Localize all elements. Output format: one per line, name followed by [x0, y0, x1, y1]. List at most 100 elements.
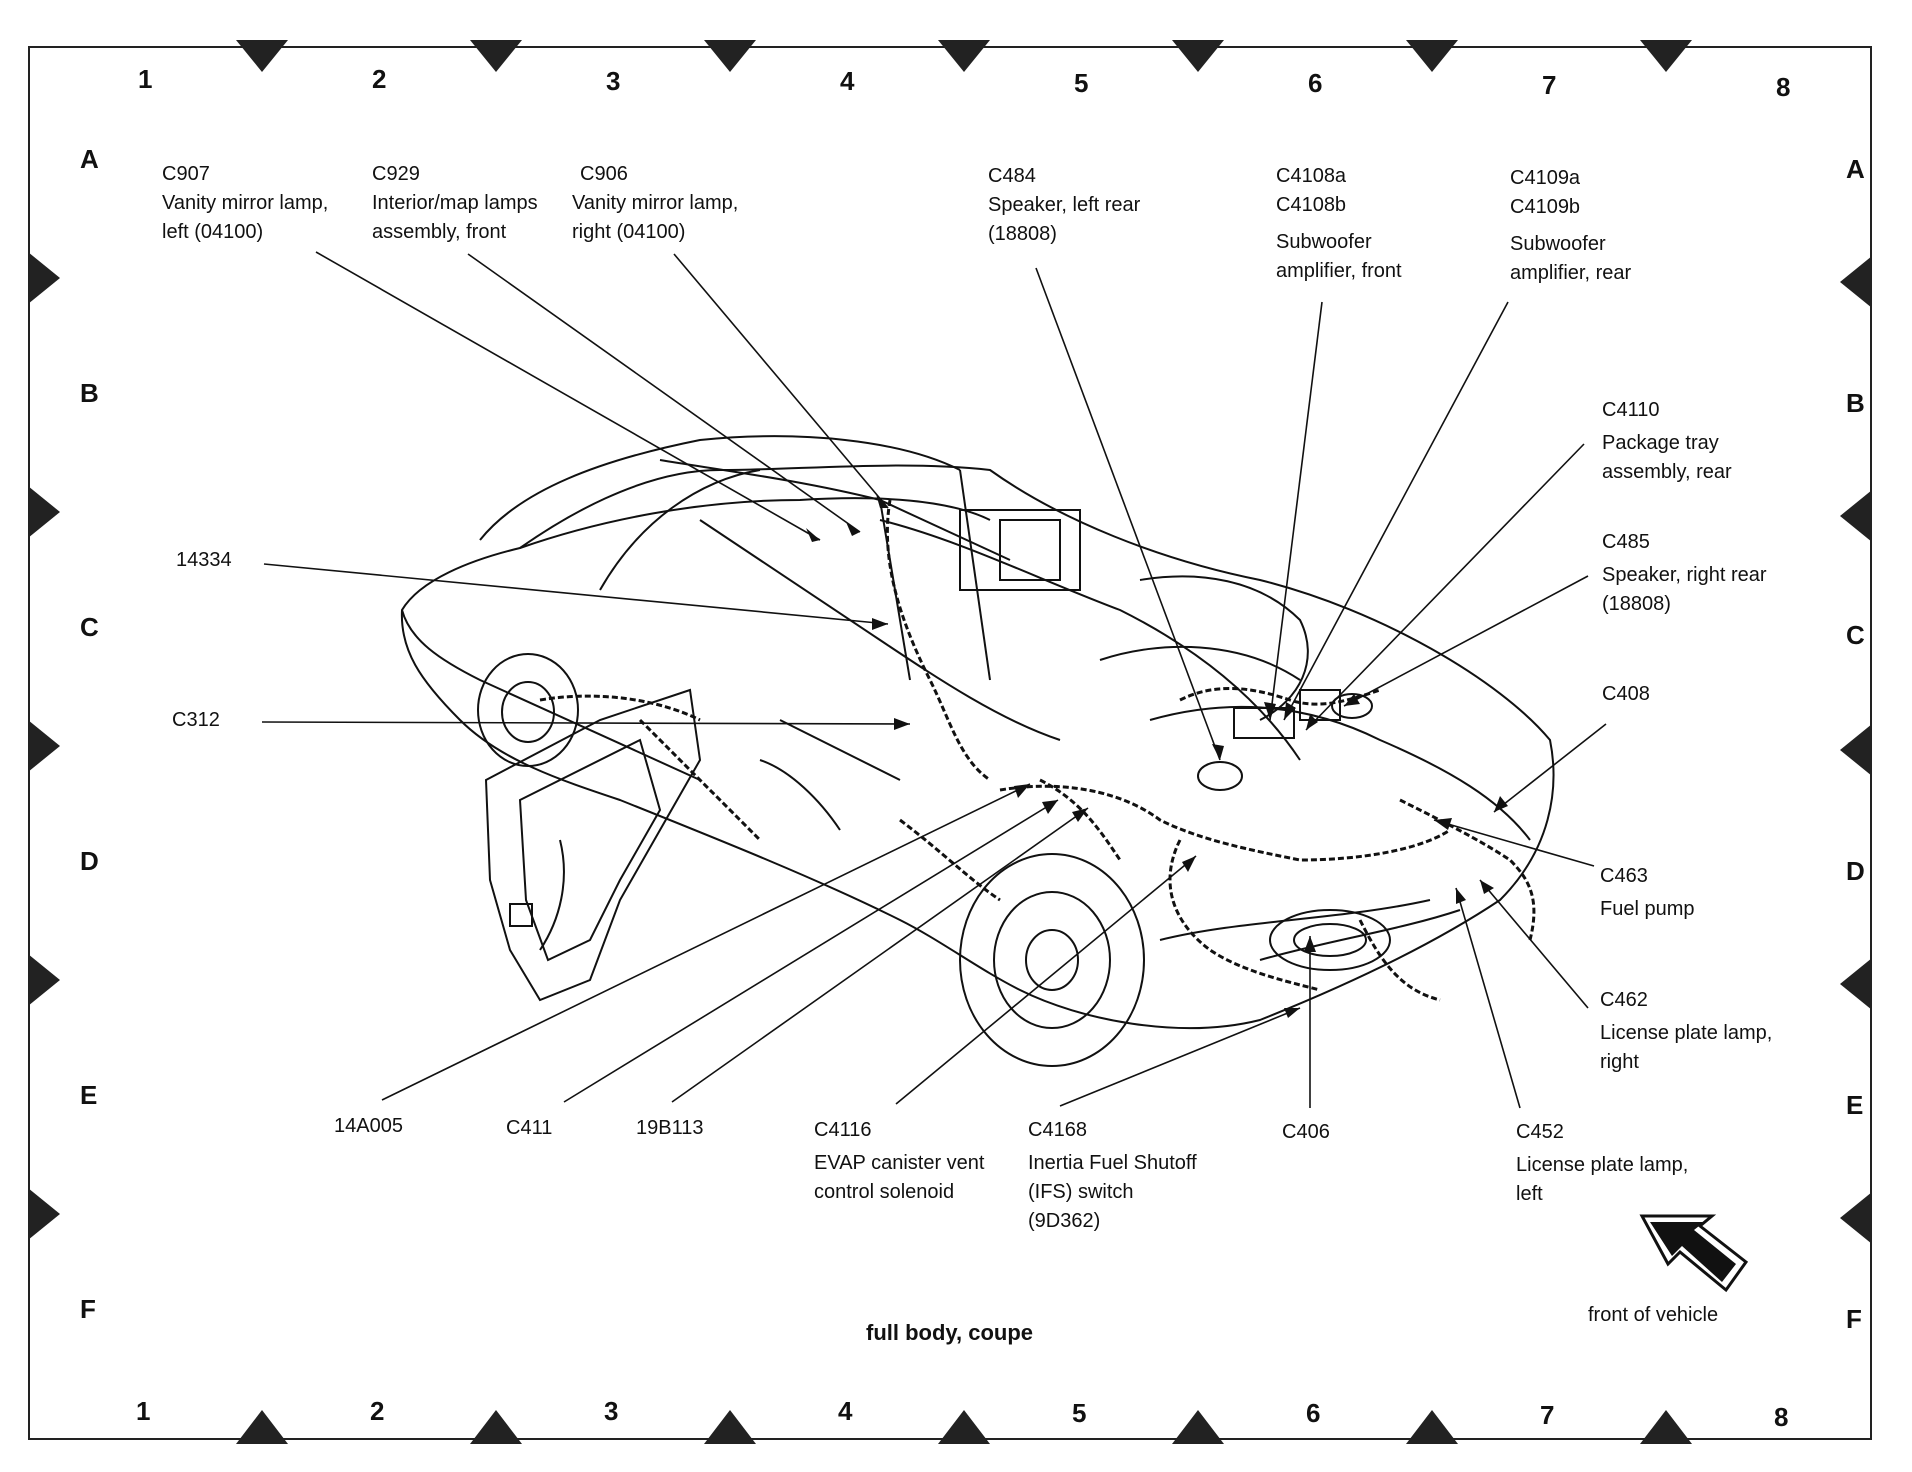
wheels	[477, 653, 1145, 1067]
column-label-bottom-2: 2	[370, 1396, 385, 1426]
callout-line: left (04100)	[162, 221, 264, 243]
callout-line: right	[1600, 1051, 1639, 1073]
row-label-left-c: C	[80, 612, 99, 642]
callout-c408: C408	[1602, 680, 1650, 709]
column-label-top-5: 5	[1074, 68, 1089, 98]
connector-code: C484	[988, 165, 1036, 187]
leader-c312	[261, 721, 911, 725]
leader-14a005	[381, 783, 1031, 1101]
row-label-left-b: B	[80, 378, 99, 408]
connector-code: C929	[372, 163, 420, 185]
leader-c929	[467, 253, 861, 533]
callout-line: amplifier, rear	[1510, 262, 1632, 284]
callout-line: assembly, front	[372, 221, 507, 243]
column-label-top-3: 3	[606, 66, 621, 96]
connector-code: C4116	[814, 1119, 872, 1141]
leader-19b113	[671, 807, 1089, 1103]
leader-c906	[673, 253, 889, 509]
callout-line: right (04100)	[572, 221, 686, 243]
callout-line: Vanity mirror lamp,	[572, 192, 739, 214]
callout-c4110: C4110 Package tray assembly, rear	[1602, 396, 1732, 487]
interior-details	[759, 509, 1391, 971]
leader-c4168	[1059, 1007, 1301, 1107]
callout-line: (18808)	[988, 223, 1057, 245]
column-label-top-4: 4	[840, 66, 855, 96]
row-label-left-f: F	[80, 1294, 96, 1324]
leader-c907	[315, 251, 821, 541]
callout-line: Subwoofer	[1510, 233, 1606, 255]
diagram-caption: full body, coupe	[866, 1320, 1034, 1345]
row-label-left-e: E	[80, 1080, 98, 1110]
connector-code-secondary: C4109b	[1510, 196, 1581, 218]
leader-c4108	[1269, 301, 1323, 721]
leader-c4109	[1283, 301, 1509, 721]
leader-c411	[563, 799, 1059, 1103]
callout-c907: C907 Vanity mirror lamp, left (04100)	[162, 160, 328, 247]
callout-c485: C485 Speaker, right rear (18808)	[1602, 528, 1767, 619]
callout-c463: C463 Fuel pump	[1600, 862, 1695, 924]
callout-c462: C462 License plate lamp, right	[1600, 986, 1772, 1077]
arrow-icon	[1639, 1214, 1749, 1293]
callout-14334: 14334	[176, 546, 232, 575]
column-label-bottom-1: 1	[136, 1396, 151, 1426]
row-label-left-a: A	[80, 144, 99, 174]
connector-code: 14A005	[334, 1115, 403, 1137]
column-label-top-6: 6	[1308, 68, 1323, 98]
callout-line: Speaker, left rear	[988, 194, 1141, 216]
callout-line: Subwoofer	[1276, 231, 1372, 253]
leader-c452	[1455, 887, 1521, 1109]
leader-arrowheads	[806, 494, 1508, 1018]
callout-line: Speaker, right rear	[1602, 564, 1767, 586]
row-label-left-d: D	[80, 846, 99, 876]
callout-line: Fuel pump	[1600, 898, 1695, 920]
callout-line: Interior/map lamps	[372, 192, 538, 214]
connector-code: C463	[1600, 865, 1648, 887]
connector-code: 19B113	[636, 1117, 704, 1139]
row-label-right-e: E	[1846, 1090, 1864, 1120]
leader-c463	[1433, 819, 1595, 867]
callout-line: EVAP canister vent	[814, 1152, 985, 1174]
callout-line: control solenoid	[814, 1181, 955, 1203]
column-label-top-8: 8	[1776, 72, 1791, 102]
connector-code: C452	[1516, 1121, 1564, 1143]
callout-c312: C312	[172, 706, 220, 735]
callout-line: (18808)	[1602, 593, 1671, 615]
wiring-harness	[539, 499, 1536, 1002]
connector-code: C411	[506, 1117, 553, 1139]
leader-c484	[1035, 267, 1221, 761]
callout-line: Package tray	[1602, 432, 1719, 454]
callout-line: assembly, rear	[1602, 461, 1732, 483]
callout-c929: C929 Interior/map lamps assembly, front	[372, 160, 538, 247]
callout-line: Inertia Fuel Shutoff	[1028, 1152, 1197, 1174]
callout-c484: C484 Speaker, left rear (18808)	[988, 162, 1140, 249]
row-label-right-d: D	[1846, 856, 1865, 886]
callout-line: License plate lamp,	[1600, 1022, 1773, 1044]
connector-code: C907	[162, 163, 210, 185]
column-label-bottom-4: 4	[838, 1396, 853, 1426]
callout-line: Vanity mirror lamp,	[162, 192, 329, 214]
leader-c408	[1493, 723, 1607, 813]
callout-c4109: C4109a C4109b Subwoofer amplifier, rear	[1510, 164, 1631, 288]
callout-line: (9D362)	[1028, 1210, 1101, 1232]
front-of-vehicle-label: front of vehicle	[1588, 1304, 1719, 1326]
callout-line: License plate lamp,	[1516, 1154, 1689, 1176]
connector-code: C906	[580, 163, 628, 185]
connector-code: C4110	[1602, 399, 1660, 421]
column-label-bottom-8: 8	[1774, 1402, 1789, 1432]
connector-code: C4168	[1028, 1119, 1087, 1141]
row-label-right-c: C	[1846, 620, 1865, 650]
leader-c462	[1479, 879, 1589, 1009]
leader-c4110	[1305, 443, 1585, 731]
column-label-bottom-7: 7	[1540, 1400, 1555, 1430]
column-label-top-1: 1	[138, 64, 153, 94]
callout-14a005: 14A005	[334, 1112, 403, 1141]
callout-c452: C452 License plate lamp, left	[1516, 1118, 1688, 1209]
connector-code: C406	[1282, 1121, 1330, 1143]
column-label-bottom-3: 3	[604, 1396, 619, 1426]
callout-c411: C411	[506, 1114, 552, 1143]
connector-code: C312	[172, 709, 220, 731]
callout-c4108: C4108a C4108b Subwoofer amplifier, front	[1276, 162, 1402, 286]
row-label-right-b: B	[1846, 388, 1865, 418]
connector-code-secondary: C4108b	[1276, 194, 1347, 216]
